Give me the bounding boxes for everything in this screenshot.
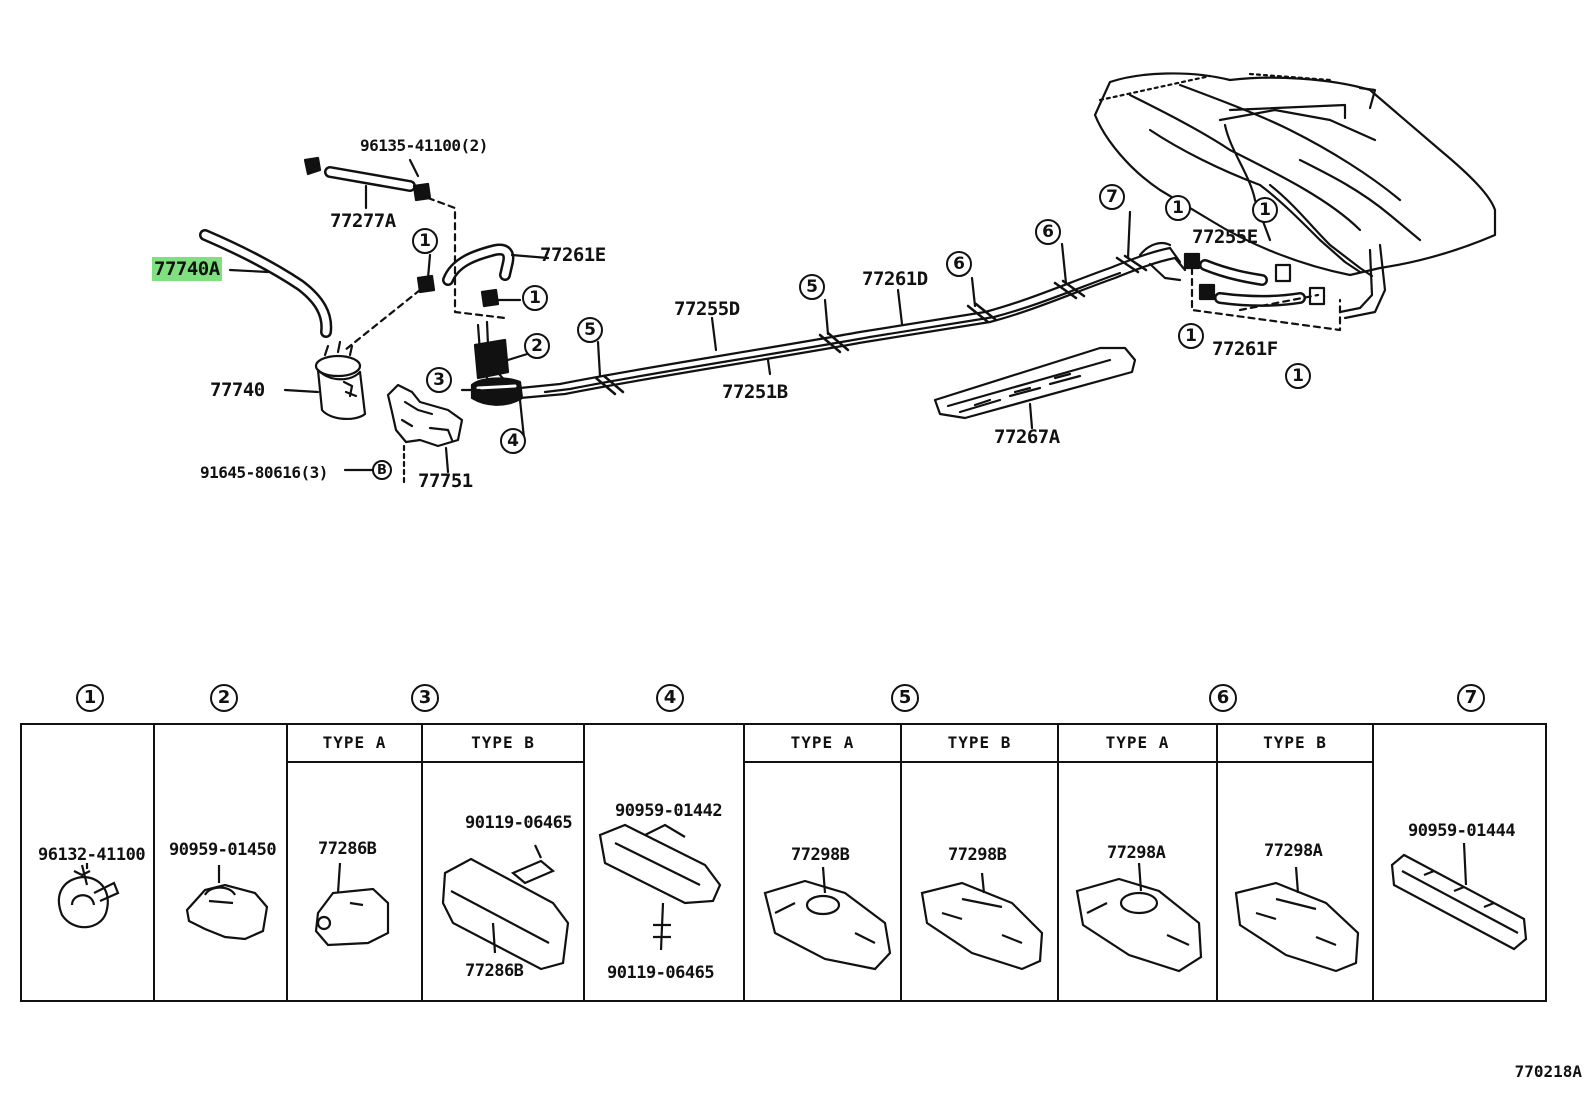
clamp-illustration [1234,866,1360,973]
callout-4: 4 [500,428,526,454]
clamp-illustration [314,862,390,947]
callout-6: 6 [946,251,972,277]
type-a-header: TYPE A [1059,725,1216,763]
callout-1: 1 [1252,197,1278,223]
part-label-77286B[interactable]: 77286B [318,839,377,859]
clamp-bolt-illustration [441,844,570,971]
clamp-illustration [185,865,269,941]
part-label-77255E[interactable]: 77255E [1192,226,1258,248]
section-5-number: 5 [891,684,919,712]
bolt-marker-b: B [372,460,392,480]
part-label-77261E[interactable]: 77261E [540,244,606,266]
clamp-cell-6-type-b: TYPE B 77298A [1216,723,1374,1002]
type-a-header: TYPE A [745,725,900,763]
part-label-77277A[interactable]: 77277A [330,210,396,232]
clamp-cell-3-type-b: TYPE B 90119-06465 77286B [421,723,585,1002]
protector-illustration [1390,842,1528,951]
part-label-96135-41100[interactable]: 96135-41100(2) [360,136,488,155]
clamp-cell-7: 90959-01444 [1372,723,1547,1002]
part-label-77267A[interactable]: 77267A [994,426,1060,448]
clamp-cell-1: 96132-41100 [20,723,155,1002]
type-b-header: TYPE B [1218,725,1372,763]
clamp-illustration [763,866,892,971]
callout-5: 5 [577,317,603,343]
part-label-77751[interactable]: 77751 [418,470,473,492]
type-b-header: TYPE B [423,725,583,763]
canister-bracket [386,383,464,484]
clamp-illustration [920,872,1044,971]
part-label-77298A[interactable]: 77298A [1107,843,1166,863]
type-b-header: TYPE B [902,725,1057,763]
part-label-77298A[interactable]: 77298A [1264,841,1323,861]
callout-1: 1 [522,285,548,311]
section-6-number: 6 [1209,684,1237,712]
clamp-illustration [1075,862,1203,973]
callout-1: 1 [1178,323,1204,349]
part-label-77286B[interactable]: 77286B [465,961,524,981]
part-label-91645-80616[interactable]: 91645-80616(3) [200,463,328,482]
part-label-90959-01442[interactable]: 90959-01442 [615,801,723,821]
type-a-header: TYPE A [288,725,421,763]
part-label-90959-01450[interactable]: 90959-01450 [169,840,277,860]
part-label-77298B[interactable]: 77298B [948,845,1007,865]
clamp-cell-3-type-a: TYPE A 77286B [286,723,423,1002]
part-label-77251B[interactable]: 77251B [722,381,788,403]
section-3-number: 3 [411,684,439,712]
callout-5: 5 [799,274,825,300]
section-4-number: 4 [656,684,684,712]
charcoal-canister [283,340,367,420]
fuel-line-drawing [199,72,1497,484]
section-7-number: 7 [1457,684,1485,712]
clip-illustration [57,863,120,929]
part-label-90959-01444[interactable]: 90959-01444 [1408,821,1516,841]
callout-1: 1 [1165,195,1191,221]
callout-6: 6 [1035,219,1061,245]
fuel-pipe-protector [933,346,1137,430]
part-label-77740A[interactable]: 77740A [152,257,222,281]
part-label-77298B[interactable]: 77298B [791,845,850,865]
clamp-cell-4: 90959-01442 90119-06465 [583,723,745,1002]
clamp-cell-2: 90959-01450 [153,723,288,1002]
section-1-number: 1 [76,684,104,712]
callout-3: 3 [426,367,452,393]
callout-2: 2 [524,333,550,359]
clamp-detail-table: 96132-41100 90959-01450 [20,723,1547,1002]
callout-1: 1 [1285,363,1311,389]
part-label-77255D[interactable]: 77255D [674,298,740,320]
section-2-number: 2 [210,684,238,712]
part-label-90119-06465[interactable]: 90119-06465 [465,813,573,833]
clamp-bolt-illustration [598,823,722,951]
clamp-cell-5-type-b: TYPE B 77298B [900,723,1059,1002]
part-label-77261F[interactable]: 77261F [1212,338,1278,360]
part-label-77740[interactable]: 77740 [210,379,265,401]
part-label-96132-41100[interactable]: 96132-41100 [38,845,146,865]
callout-1: 1 [412,228,438,254]
clamp-cell-5-type-a: TYPE A 77298B [743,723,902,1002]
clamp-cell-6-type-a: TYPE A 77298A [1057,723,1218,1002]
callout-7: 7 [1099,184,1125,210]
part-label-77261D[interactable]: 77261D [862,268,928,290]
part-label-90119-06465[interactable]: 90119-06465 [607,963,715,983]
diagram-id: 770218A [1514,1062,1582,1081]
